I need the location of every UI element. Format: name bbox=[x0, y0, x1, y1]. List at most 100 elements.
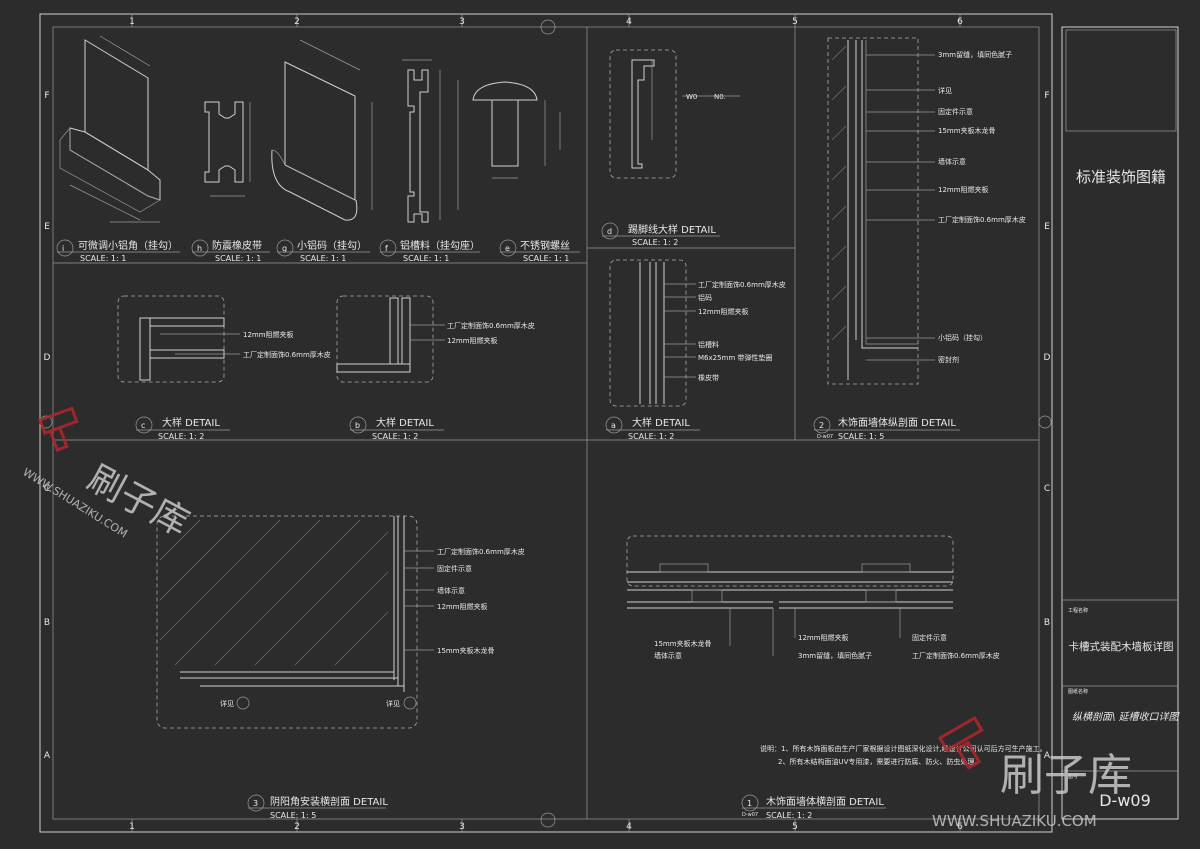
grid-row-B-right: B bbox=[1044, 618, 1050, 628]
svg-text:固定件示意: 固定件示意 bbox=[912, 633, 947, 642]
detail-title-3: 3 阴阳角安装横剖面 DETAIL SCALE: 1: 5 bbox=[247, 794, 388, 820]
detail-title-f: f 铝槽料（挂勾座） SCALE: 1: 1 bbox=[379, 239, 480, 263]
grid-col-3-bottom: 3 bbox=[459, 822, 465, 832]
grid-row-D: D bbox=[44, 353, 51, 363]
svg-text:铝槽料: 铝槽料 bbox=[698, 340, 719, 349]
svg-text:SCALE: 1: 5: SCALE: 1: 5 bbox=[270, 811, 316, 820]
svg-text:工厂定制面饰0.6mm厚木皮: 工厂定制面饰0.6mm厚木皮 bbox=[912, 651, 1000, 660]
svg-text:墙体示意: 墙体示意 bbox=[938, 157, 966, 166]
svg-text:h: h bbox=[197, 244, 202, 253]
detail-title-2: 2 D-w07 木饰面墙体纵剖面 DETAIL SCALE: 1: 5 bbox=[813, 416, 960, 441]
bottom-detail-titles: 3 阴阳角安装横剖面 DETAIL SCALE: 1: 5 1 D-w07 木饰… bbox=[247, 794, 886, 820]
grid-col-1-bottom: 1 bbox=[129, 822, 135, 832]
drawing-3: 工厂定制面饰0.6mm厚木皮 固定件示意 墙体示意 12mm阻燃夹板 15mm夹… bbox=[156, 515, 525, 729]
drawing-d: W0 N0. d 踢脚线大样 DETAIL SCALE: 1: 2 bbox=[601, 49, 740, 247]
detail-title-c: c 大样 DETAIL SCALE: 1: 2 bbox=[135, 416, 230, 441]
svg-text:固定件示意: 固定件示意 bbox=[938, 107, 973, 116]
svg-text:SCALE: 1: 2: SCALE: 1: 2 bbox=[628, 432, 674, 441]
svg-text:大样 DETAIL: 大样 DETAIL bbox=[162, 416, 220, 429]
grid-col-2-bottom: 2 bbox=[294, 822, 300, 832]
drawing-c: 12mm阻燃夹板 工厂定制面饰0.6mm厚木皮 bbox=[117, 295, 331, 383]
svg-text:3mm留缝，填同色腻子: 3mm留缝，填同色腻子 bbox=[798, 651, 872, 660]
watermark-brand-right: 刷子库 bbox=[1000, 750, 1132, 801]
grid-row-A: A bbox=[44, 751, 51, 761]
svg-text:15mm夹板木龙骨: 15mm夹板木龙骨 bbox=[938, 126, 996, 135]
svg-text:SCALE: 1: 1: SCALE: 1: 1 bbox=[80, 254, 126, 263]
svg-text:不锈钢螺丝: 不锈钢螺丝 bbox=[520, 239, 570, 252]
grid-col-3: 3 bbox=[459, 17, 465, 27]
grid-row-D-right: D bbox=[1044, 353, 1051, 363]
grid-col-6: 6 bbox=[957, 17, 963, 27]
svg-text:2: 2 bbox=[819, 421, 824, 430]
svg-text:墙体示意: 墙体示意 bbox=[437, 586, 465, 595]
svg-text:15mm夹板木龙骨: 15mm夹板木龙骨 bbox=[654, 639, 712, 648]
notes: 说明：1、所有木饰面板由生产厂家根据设计图纸深化设计,经设计公司认可后方可生产施… bbox=[760, 744, 1047, 766]
grid-col-5-bottom: 5 bbox=[792, 822, 798, 832]
drawing-2: 3mm留缝，填同色腻子 详见 固定件示意 15mm夹板木龙骨 墙体示意 12mm… bbox=[827, 37, 1026, 385]
svg-text:小铝码（挂勾）: 小铝码（挂勾） bbox=[938, 333, 987, 342]
svg-text:1: 1 bbox=[747, 799, 752, 808]
svg-text:i: i bbox=[62, 244, 64, 253]
drawing-b: 工厂定制面饰0.6mm厚木皮 12mm阻燃夹板 bbox=[336, 295, 535, 383]
top-detail-titles: i 可微调小铝角（挂勾） SCALE: 1: 1 h 防震橡皮带 SCALE: … bbox=[56, 239, 580, 263]
grid-col-4-bottom: 4 bbox=[626, 822, 632, 832]
svg-text:详见: 详见 bbox=[220, 699, 234, 708]
detail-title-b: b 大样 DETAIL SCALE: 1: 2 bbox=[349, 416, 444, 441]
svg-text:SCALE: 1: 5: SCALE: 1: 5 bbox=[838, 432, 884, 441]
detail-title-i: i 可微调小铝角（挂勾） SCALE: 1: 1 bbox=[56, 239, 180, 263]
svg-text:防震橡皮带: 防震橡皮带 bbox=[212, 239, 262, 252]
svg-text:3: 3 bbox=[253, 799, 258, 808]
grid-col-2: 2 bbox=[294, 17, 300, 27]
detail-title-1: 1 D-w07 木饰面墙体横剖面 DETAIL SCALE: 1: 2 bbox=[741, 794, 886, 820]
grid-col-6-bottom: 6 bbox=[957, 822, 963, 832]
grid-col-5: 5 bbox=[792, 17, 798, 27]
detail-title-a: a 大样 DETAIL SCALE: 1: 2 bbox=[605, 416, 700, 441]
grid-row-C: C bbox=[44, 484, 50, 494]
svg-text:密封剂: 密封剂 bbox=[938, 355, 959, 364]
svg-text:c: c bbox=[141, 421, 145, 430]
logo-box bbox=[1065, 29, 1177, 132]
svg-text:小铝码（挂勾）: 小铝码（挂勾） bbox=[297, 239, 367, 252]
svg-text:SCALE: 1: 2: SCALE: 1: 2 bbox=[372, 432, 418, 441]
mid-detail-titles: c 大样 DETAIL SCALE: 1: 2 b 大样 DETAIL SCAL… bbox=[135, 416, 960, 441]
detail-title-e: e 不锈钢螺丝 SCALE: 1: 1 bbox=[499, 239, 580, 263]
svg-text:SCALE: 1: 1: SCALE: 1: 1 bbox=[523, 254, 569, 263]
grid-row-C-right: C bbox=[1044, 484, 1050, 494]
svg-text:橡皮带: 橡皮带 bbox=[698, 373, 719, 382]
svg-text:SCALE: 1: 2: SCALE: 1: 2 bbox=[158, 432, 204, 441]
svg-text:12mm阻燃夹板: 12mm阻燃夹板 bbox=[938, 185, 989, 194]
svg-text:15mm夹板木龙骨: 15mm夹板木龙骨 bbox=[437, 646, 495, 655]
svg-text:工厂定制面饰0.6mm厚木皮: 工厂定制面饰0.6mm厚木皮 bbox=[447, 321, 535, 330]
watermark-brand-left: 刷子库 bbox=[81, 458, 196, 545]
drawing-e bbox=[472, 81, 561, 179]
svg-text:固定件示意: 固定件示意 bbox=[437, 564, 472, 573]
svg-text:a: a bbox=[611, 421, 616, 430]
drawing-number: D-w09 bbox=[1099, 791, 1151, 810]
svg-text:b: b bbox=[355, 421, 360, 430]
svg-text:SCALE: 1: 2: SCALE: 1: 2 bbox=[632, 238, 678, 247]
svg-text:铝码: 铝码 bbox=[698, 293, 712, 302]
svg-text:大样 DETAIL: 大样 DETAIL bbox=[632, 416, 690, 429]
detail-title-h: h 防震橡皮带 SCALE: 1: 1 bbox=[191, 239, 270, 263]
svg-text:SCALE: 1: 1: SCALE: 1: 1 bbox=[403, 254, 449, 263]
drawing-name: 纵横剖面\ 延槽收口详图 bbox=[1072, 711, 1181, 723]
svg-text:e: e bbox=[505, 244, 510, 253]
svg-text:3mm留缝，填同色腻子: 3mm留缝，填同色腻子 bbox=[938, 50, 1012, 59]
grid-row-B: B bbox=[44, 618, 50, 628]
drawing-a: 工厂定制面饰0.6mm厚木皮 铝码 12mm阻燃夹板 铝槽料 M6x25mm 带… bbox=[609, 259, 786, 407]
grid-col-4: 4 bbox=[626, 17, 632, 27]
brush-logo-icon bbox=[38, 406, 79, 452]
project-label: 工程名称 bbox=[1068, 607, 1088, 614]
brush-logo-icon bbox=[937, 715, 984, 770]
svg-text:木饰面墙体纵剖面 DETAIL: 木饰面墙体纵剖面 DETAIL bbox=[838, 416, 956, 429]
detail-title-g: g 小铝码（挂勾） SCALE: 1: 1 bbox=[276, 239, 370, 263]
grid-row-E: E bbox=[44, 222, 50, 232]
note-2: 2、所有木结构面油UV专用漆，需要进行防腐、防火、防虫处理。 bbox=[778, 757, 981, 766]
grid-row-F: F bbox=[44, 91, 49, 101]
detail-title-d: 踢脚线大样 DETAIL bbox=[628, 223, 716, 236]
svg-text:可微调小铝角（挂勾）: 可微调小铝角（挂勾） bbox=[78, 239, 178, 252]
svg-text:12mm阻燃夹板: 12mm阻燃夹板 bbox=[243, 330, 294, 339]
svg-text:工厂定制面饰0.6mm厚木皮: 工厂定制面饰0.6mm厚木皮 bbox=[698, 280, 786, 289]
svg-text:f: f bbox=[385, 244, 388, 253]
